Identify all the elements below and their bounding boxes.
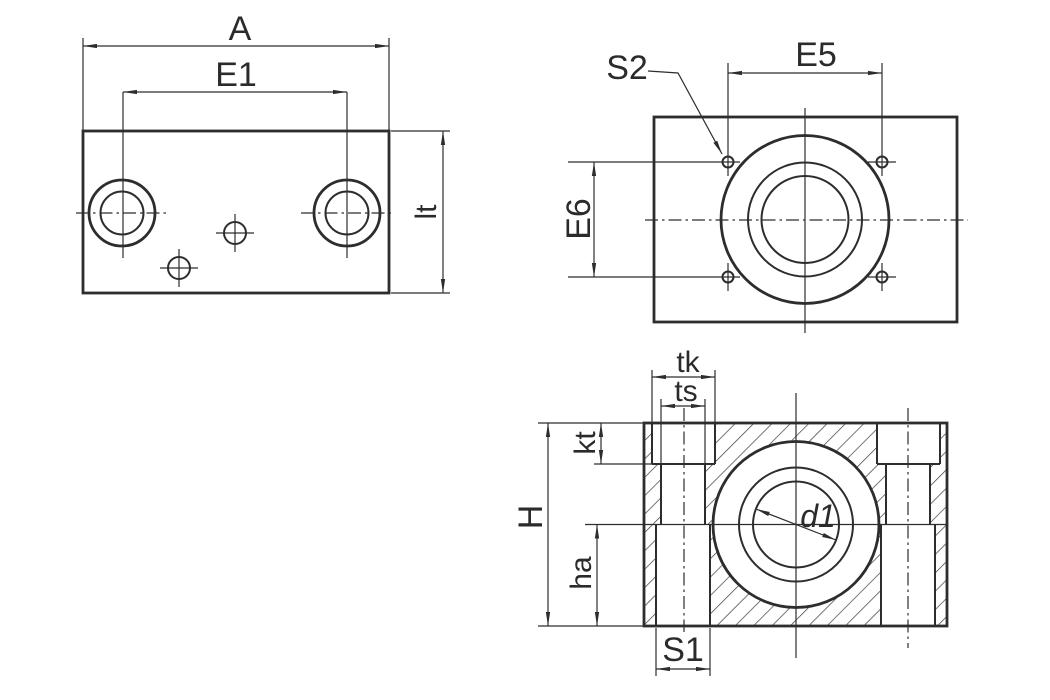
- dimension-A: A: [82, 10, 390, 131]
- dim-label-d1: d1: [800, 498, 836, 534]
- dim-label-A: A: [229, 10, 252, 48]
- dim-label-lt: lt: [410, 204, 443, 220]
- dim-label-E5: E5: [795, 36, 837, 74]
- dimension-tk: tk: [651, 346, 716, 423]
- section-view: tk ts kt H ha: [512, 346, 949, 676]
- dim-label-H: H: [512, 505, 550, 530]
- dimension-S1: S1: [655, 628, 711, 676]
- dim-label-E6: E6: [560, 198, 598, 240]
- leader-line: [647, 70, 723, 155]
- left-screw-channel-cutout: [661, 464, 705, 525]
- dim-label-ts: ts: [674, 375, 697, 408]
- left-lower-channel-cutout: [656, 524, 710, 626]
- dimension-kt: kt: [569, 423, 652, 465]
- dim-label-ha: ha: [565, 556, 598, 590]
- dimension-H: H: [512, 422, 644, 627]
- dimension-E5: E5: [727, 36, 883, 176]
- dimension-ha: ha: [565, 524, 600, 626]
- dimension-d1: d1: [755, 498, 837, 541]
- dimension-lt: lt: [391, 130, 450, 294]
- callout-S2: S2: [606, 49, 723, 155]
- dimension-E6: E6: [560, 161, 740, 278]
- dimension-ts: ts: [660, 375, 706, 464]
- dim-label-kt: kt: [569, 431, 602, 455]
- dimension-E1: E1: [123, 56, 347, 95]
- dim-label-E1: E1: [215, 56, 257, 94]
- top-view: A E1 lt: [76, 10, 450, 295]
- diameter-arrow: [755, 508, 837, 541]
- dim-label-S2: S2: [606, 49, 648, 87]
- part-outline: [81, 129, 391, 295]
- front-view: E5 E6 S2: [560, 36, 968, 333]
- dim-label-S1: S1: [662, 631, 704, 669]
- left-hole-outer: [87, 178, 157, 248]
- dim-label-tk: tk: [676, 346, 700, 379]
